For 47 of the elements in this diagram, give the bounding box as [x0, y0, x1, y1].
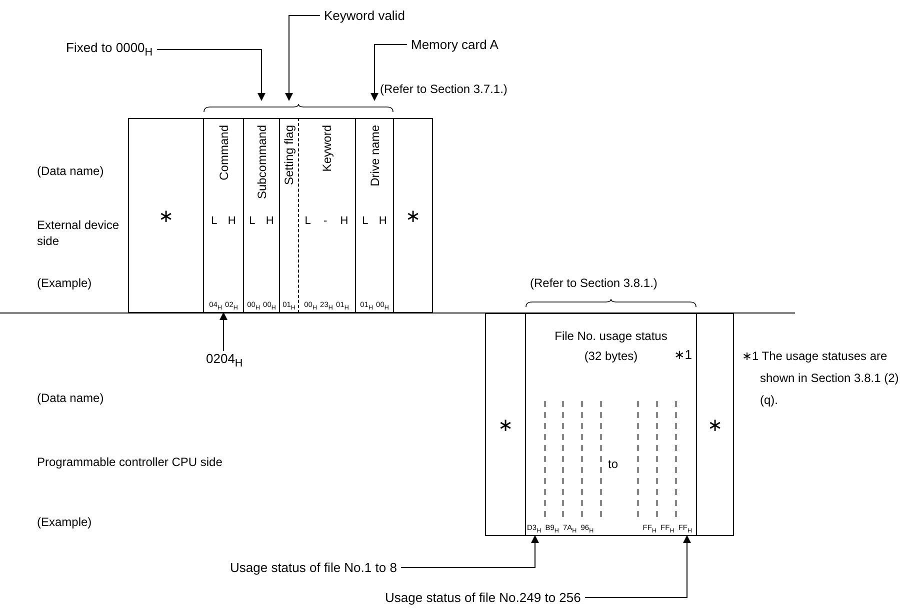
- data-field: [243, 118, 280, 313]
- byte-order: L H: [248, 215, 275, 227]
- arrow: [584, 535, 691, 598]
- arrow: [400, 535, 539, 568]
- data-field: [355, 118, 394, 313]
- field-name: Subcommand: [254, 125, 270, 200]
- asterisk-mark: ∗: [497, 414, 514, 436]
- data-field: [203, 118, 244, 313]
- byte-order: L - H: [304, 215, 350, 227]
- data-field: [279, 118, 299, 313]
- field-name: Drive name: [366, 125, 382, 186]
- field-name: Command: [216, 125, 232, 180]
- padding-field: [485, 313, 526, 536]
- data-field: [525, 313, 697, 536]
- callout-text: Keyword valid: [324, 8, 405, 23]
- arrow: [220, 312, 228, 352]
- arrow: [285, 15, 320, 101]
- field-name: File No. usage status (32 bytes): [554, 328, 668, 365]
- byte-order: L H: [361, 215, 388, 227]
- callout-text: Memory card A: [411, 37, 498, 52]
- padding-field: [393, 118, 433, 313]
- row-label: (Data name): [37, 164, 104, 178]
- row-label: (Example): [37, 515, 92, 529]
- note-mark: ∗1: [674, 347, 692, 362]
- padding-field: [696, 313, 734, 536]
- asterisk-mark: ∗: [158, 204, 174, 226]
- range-text: to: [608, 457, 618, 471]
- row-label: (Data name): [37, 391, 104, 405]
- reference-note: (Refer to Section 3.7.1.): [380, 82, 508, 96]
- row-label: Programmable controller CPU side: [37, 455, 222, 469]
- callout-text: Usage status of file No.249 to 256: [385, 590, 581, 605]
- footnote: ∗1 The usage statuses are shown in Section 3.8.1 (2) (q).: [742, 348, 900, 409]
- asterisk-mark: ∗: [706, 414, 724, 436]
- reference-note: (Refer to Section 3.8.1.): [530, 276, 658, 290]
- byte-order: L H: [210, 215, 237, 227]
- asterisk-mark: ∗: [404, 204, 422, 226]
- arrow: [156, 49, 266, 101]
- callout-text: Fixed to 0000$_{H}$: [66, 40, 153, 59]
- padding-field: [128, 118, 204, 313]
- arrow: [370, 44, 408, 101]
- callout-text: Usage status of file No.1 to 8: [230, 560, 397, 575]
- row-label: External device side: [37, 217, 120, 249]
- row-label: (Example): [37, 276, 92, 290]
- data-field: [298, 118, 356, 313]
- callout-text: 0204$_{H}$: [206, 351, 243, 370]
- field-name: Keyword: [318, 125, 334, 172]
- field-name: Setting flag: [281, 125, 297, 186]
